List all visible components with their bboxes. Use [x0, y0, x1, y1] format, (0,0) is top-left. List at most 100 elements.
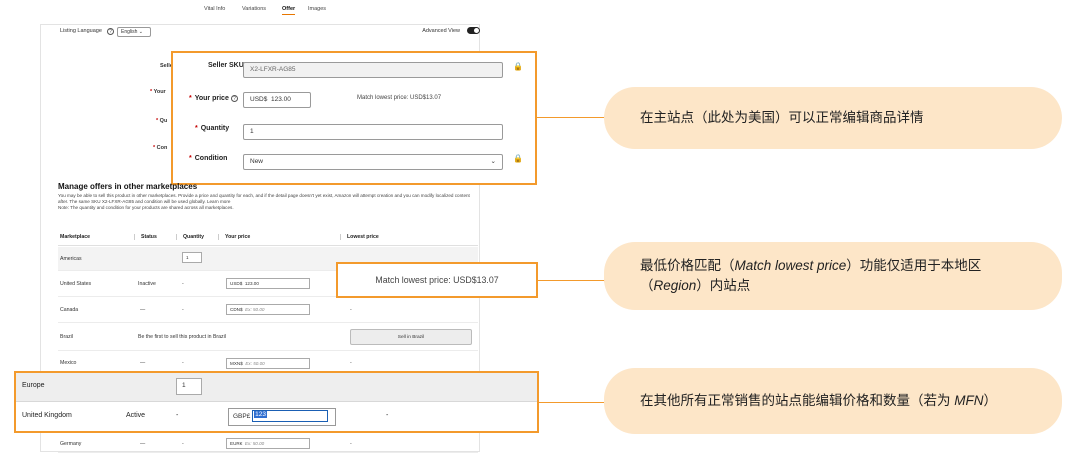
marketplace-name: Germany [60, 441, 82, 447]
callout-main-site: 在主站点（此处为美国）可以正常编辑商品详情 [604, 87, 1062, 149]
clipped-label-condition: * Con [153, 145, 168, 151]
col-status: Status [134, 234, 157, 240]
chevron-down-icon: ⌄ [138, 29, 143, 35]
chevron-down-icon: ⌄ [490, 158, 496, 165]
tab-variations[interactable]: Variations [242, 6, 267, 12]
quantity-text: - [182, 281, 184, 287]
price-input[interactable]: GBP£ 123 [228, 408, 336, 426]
your-price-label: *Your price [189, 95, 229, 102]
offer-form-zoom: Seller SKU ? X2-LFXR-AG85 🔒 *Your price … [171, 51, 537, 185]
connector-line [538, 280, 609, 281]
clipped-label-quantity-text: Qu [159, 118, 168, 124]
currency-label: USD$ [250, 96, 268, 103]
advanced-view-toggle[interactable] [467, 27, 480, 34]
connector-line [539, 402, 609, 403]
status-text: Be the first to sell this product in Bra… [138, 334, 226, 340]
status-text: — [140, 307, 146, 313]
manage-offers-title: Manage offers in other marketplaces [58, 182, 198, 191]
clipped-label-seller: Selle [160, 63, 173, 69]
price-value: 123.00 [270, 96, 291, 103]
clipped-label-condition-text: Con [156, 145, 168, 151]
match-lowest-price-text[interactable]: Match lowest price: USD$13.07 [357, 95, 442, 101]
connector-line [537, 117, 609, 118]
lock-icon: 🔒 [513, 154, 523, 163]
manage-offers-description: You may be able to sell this product in … [58, 193, 478, 211]
callout-text-emphasis: MFN [954, 393, 984, 408]
tab-vital-info[interactable]: Vital Info [204, 6, 226, 12]
seller-sku-input[interactable]: X2-LFXR-AG85 [243, 62, 503, 78]
lowest-price-text: - [350, 441, 352, 447]
status-text: Inactive [138, 281, 156, 287]
price-placeholder: Ex: 50.00 [245, 361, 265, 366]
condition-label: *Condition [189, 155, 228, 162]
table-row: Germany — - EUR€ Ex: 50.00 - [58, 434, 478, 453]
callout-text-part: 最低价格匹配（ [640, 258, 735, 273]
sell-in-brazil-button[interactable]: Sell in Brazil [350, 329, 472, 345]
quantity-text: - [182, 441, 184, 447]
quantity-label-text: Quantity [200, 125, 230, 132]
quantity-input[interactable]: 1 [243, 124, 503, 140]
currency-label: EUR€ [230, 441, 243, 446]
table-row: Brazil Be the first to sell this product… [58, 323, 478, 351]
currency-label: USD$ [230, 281, 243, 286]
price-placeholder: Ex: 50.00 [245, 307, 265, 312]
col-lowest-price: Lowest price [340, 234, 379, 240]
marketplace-name: Europe [22, 382, 45, 389]
col-your-price: Your price [218, 234, 250, 240]
help-icon[interactable]: ? [107, 28, 114, 35]
price-placeholder: Ex: 50.00 [244, 441, 265, 446]
condition-value: New [250, 158, 264, 165]
price-input[interactable]: CDN$ Ex: 50.00 [226, 304, 310, 315]
price-value: 123 [254, 411, 268, 418]
price-input[interactable]: EUR€ Ex: 50.00 [226, 438, 310, 449]
price-input[interactable]: MXN$ Ex: 50.00 [226, 358, 310, 369]
currency-label: GBP£ [233, 413, 251, 420]
clipped-label-price-text: Your [153, 89, 166, 95]
callout-text-part: ） [983, 393, 998, 408]
lowest-price-text: - [386, 412, 389, 419]
currency-label: MXN$ [230, 361, 243, 366]
tab-offer[interactable]: Offer [282, 6, 296, 15]
clipped-label-quantity: * Qu [156, 118, 168, 124]
marketplace-name: Mexico [60, 360, 77, 366]
status-text: — [140, 441, 146, 447]
language-select-value: English [121, 29, 138, 35]
price-value: 123.00 [244, 281, 259, 286]
callout-match-price: 最低价格匹配（Match lowest price）功能仅适用于本地区（Regi… [604, 242, 1062, 310]
quantity-text: - [182, 360, 184, 366]
callout-text-part: ）内站点 [696, 278, 751, 293]
listing-language-row: Listing Language ? English ⌄ Advanced Vi… [60, 27, 480, 42]
lowest-price-text: - [350, 360, 352, 366]
quantity-input[interactable]: 1 [176, 378, 202, 395]
callout-text-part: ）功能仅适用于本地区（ [640, 258, 982, 293]
price-input[interactable]: USD$ 123.00 [226, 278, 310, 289]
condition-select[interactable]: New ⌄ [243, 154, 503, 170]
callout-main-site-text: 在主站点（此处为美国）可以正常编辑商品详情 [640, 110, 924, 125]
quantity-label: *Quantity [195, 125, 230, 132]
quantity-input[interactable]: 1 [182, 252, 202, 263]
advanced-view-label: Advanced View [422, 28, 460, 34]
tab-images[interactable]: Images [308, 6, 327, 12]
callout-text-emphasis: Region [653, 278, 697, 293]
table-row: United Kingdom Active - GBP£ 123 - [16, 402, 537, 431]
table-row: Canada — - CDN$ Ex: 50.00 - [58, 297, 478, 323]
callout-other-sites: 在其他所有正常销售的站点能编辑价格和数量（若为 MFN） [604, 368, 1062, 434]
table-row: United States Inactive - USD$ 123.00 [58, 271, 478, 297]
help-icon[interactable]: ? [231, 95, 238, 102]
marketplace-table-header: Marketplace Status Quantity Your price L… [58, 228, 478, 246]
seller-sku-label: Seller SKU [208, 62, 244, 69]
match-lowest-price-zoom[interactable]: Match lowest price: USD$13.07 [336, 262, 538, 298]
your-price-input[interactable]: USD$ 123.00 [243, 92, 311, 108]
status-text: Active [126, 412, 146, 419]
condition-label-text: Condition [194, 155, 228, 162]
listing-language-label: Listing Language [60, 28, 102, 34]
table-row: Mexico — - MXN$ Ex: 50.00 - [58, 351, 478, 373]
your-price-label-text: Your price [194, 95, 229, 102]
marketplace-name: Canada [60, 307, 79, 313]
language-select[interactable]: English ⌄ [117, 27, 151, 37]
manage-offers-description-text: You may be able to sell this product in … [58, 193, 470, 204]
status-text: — [140, 360, 146, 366]
marketplace-name: United Kingdom [22, 412, 72, 419]
col-marketplace: Marketplace [60, 234, 90, 240]
quantity-text: - [182, 307, 184, 313]
